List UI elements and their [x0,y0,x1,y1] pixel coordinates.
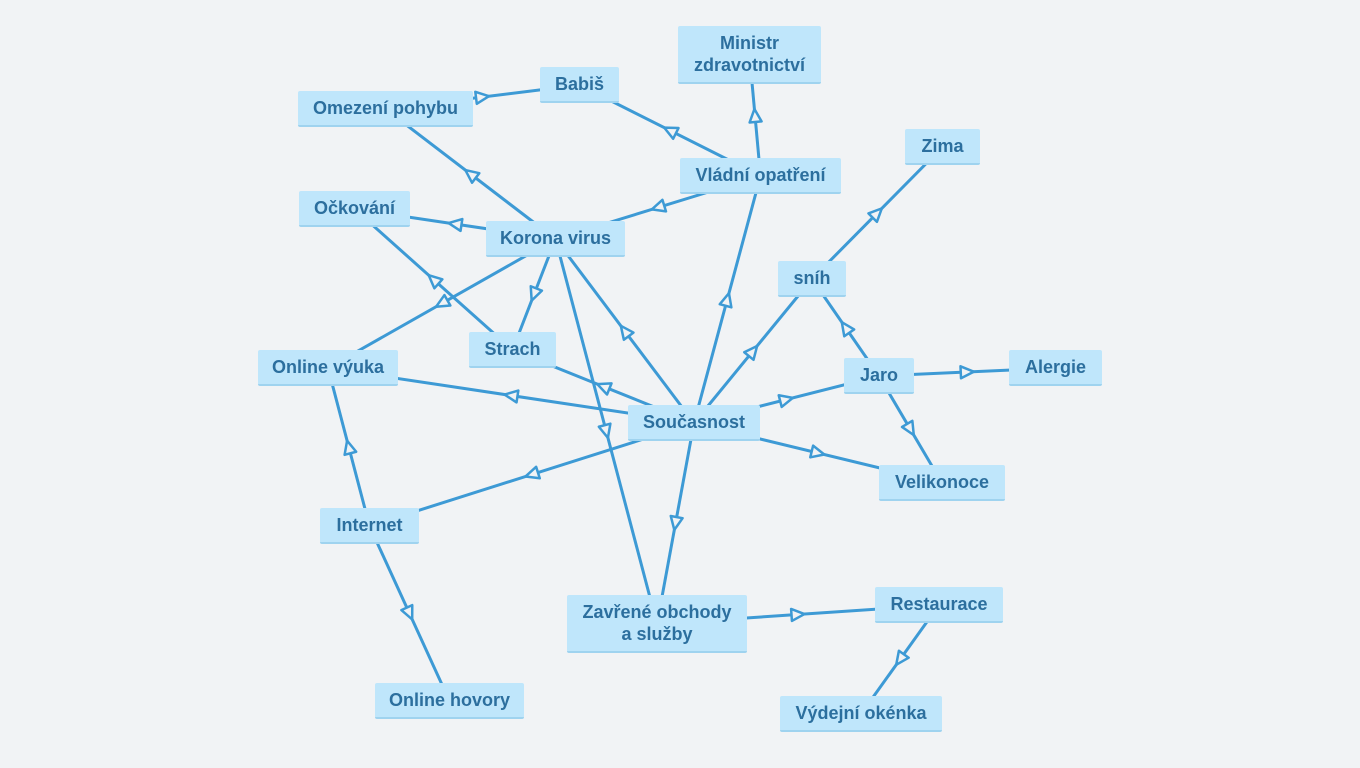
node-soucasnost[interactable]: Současnost [628,405,760,441]
arrowhead-omezeni-babis [474,90,491,106]
node-vydejni-okenka[interactable]: Výdejní okénka [780,696,942,732]
node-internet[interactable]: Internet [320,508,419,544]
arrowhead-soucasnost-vladni [718,291,733,309]
arrowhead-vladni-babis [662,126,680,141]
node-online-vyuka[interactable]: Online výuka [258,350,398,386]
arrowhead-korona-omezeni [464,168,481,184]
node-ministr-zdravotnictvi[interactable]: Ministr zdravotnictví [678,26,821,84]
arrowhead-jaro-velikonoce [900,419,916,437]
arrowhead-soucasnost-snih [742,344,759,362]
arrowhead-internet-online_hovory [400,603,414,621]
node-snih[interactable]: sníh [778,261,846,297]
arrowhead-zavrene-restaurace [789,607,806,623]
node-babis[interactable]: Babiš [540,67,619,103]
arrowhead-jaro-snih [840,320,856,338]
node-omezeni-pohybu[interactable]: Omezení pohybu [298,91,473,127]
arrowhead-soucasnost-online_vyuka [503,389,520,404]
arrowhead-korona-zavrene [597,422,612,440]
node-ockovani[interactable]: Očkování [299,191,410,227]
arrowhead-soucasnost-internet [524,465,542,480]
arrowhead-soucasnost-zavrene [669,514,684,532]
arrowhead-jaro-alergie [959,365,975,380]
arrowhead-soucasnost-korona [619,324,635,342]
node-korona-virus[interactable]: Korona virus [486,221,625,257]
node-online-hovory[interactable]: Online hovory [375,683,524,719]
arrowhead-korona-strach [529,285,544,302]
arrowhead-internet-online_vyuka [343,439,358,457]
node-zavrene-obchody[interactable]: Zavřené obchody a služby [567,595,747,653]
node-jaro[interactable]: Jaro [844,358,914,394]
node-strach[interactable]: Strach [469,332,556,368]
arrowhead-restaurace-vydejni [894,649,910,667]
arrowhead-vladni-korona [650,198,668,213]
arrowhead-vladni-ministr [748,107,763,124]
arrowhead-korona-ockovani [447,217,464,233]
node-zima[interactable]: Zima [905,129,980,165]
arrowhead-soucasnost-jaro [777,394,795,409]
arrowhead-korona-online_vyuka [434,293,452,308]
node-vladni-opatreni[interactable]: Vládní opatření [680,158,841,194]
node-velikonoce[interactable]: Velikonoce [879,465,1005,501]
arrowhead-soucasnost-velikonoce [809,444,826,459]
arrowhead-strach-ockovani [427,273,444,290]
node-restaurace[interactable]: Restaurace [875,587,1003,623]
arrowhead-snih-zima [867,207,884,224]
node-alergie[interactable]: Alergie [1009,350,1102,386]
arrowhead-soucasnost-strach [595,382,613,396]
